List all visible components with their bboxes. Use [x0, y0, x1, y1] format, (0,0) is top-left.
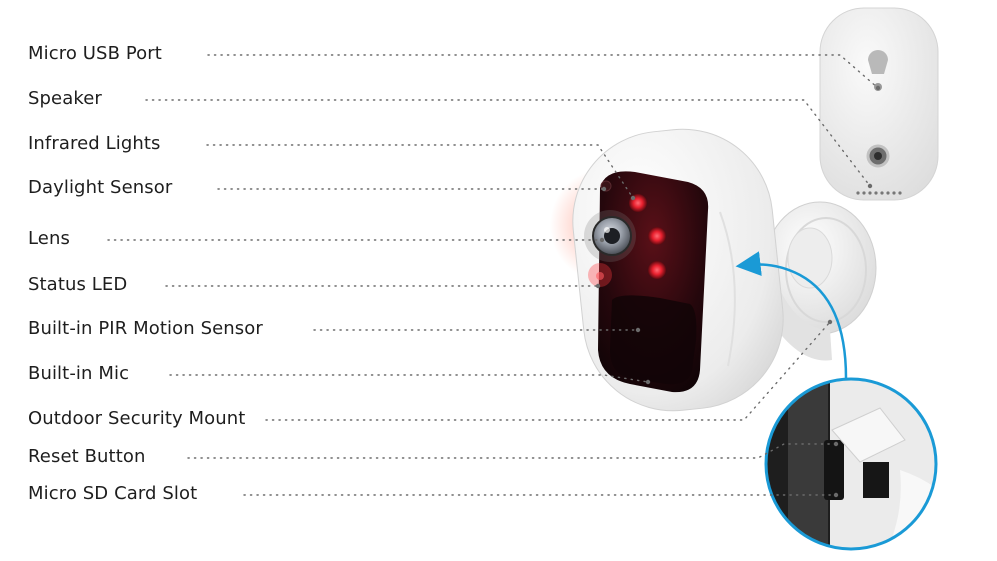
label-lens: Lens: [28, 228, 70, 249]
speaker-grille-icon: [856, 191, 902, 195]
leader-outdoor-security-mount: [265, 321, 831, 421]
label-outdoor-security-mount: Outdoor Security Mount: [28, 408, 246, 429]
leader-lines: [107, 54, 879, 496]
leader-speaker: [145, 99, 871, 187]
sd-slot-icon: [824, 440, 844, 500]
label-status-led: Status LED: [28, 274, 128, 295]
label-infrared-lights: Infrared Lights: [28, 133, 161, 154]
ir-light-icon: [648, 261, 666, 279]
label-daylight-sensor: Daylight Sensor: [28, 177, 173, 198]
label-pir-motion-sensor: Built-in PIR Motion Sensor: [28, 318, 263, 339]
label-built-in-mic: Built-in Mic: [28, 363, 130, 384]
leader-micro-usb-port: [207, 54, 879, 89]
camera-back-view: [819, 7, 939, 201]
leader-endpoints: [595, 85, 881, 498]
leader-reset-button: [187, 443, 837, 459]
leader-infrared-lights: [206, 144, 634, 199]
label-micro-sd-card-slot: Micro SD Card Slot: [28, 483, 198, 504]
keyhole-icon: [868, 50, 888, 74]
label-reset-button: Reset Button: [28, 446, 146, 467]
callout-arrow: [735, 251, 848, 379]
ir-light-icon: [648, 227, 666, 245]
label-speaker: Speaker: [28, 88, 102, 109]
wall-mount: [763, 201, 877, 361]
sd-slot-inset: [764, 377, 938, 551]
leader-built-in-mic: [169, 374, 649, 383]
camera-front: [550, 128, 784, 412]
pir-sensor: [610, 295, 697, 385]
label-micro-usb-port: Micro USB Port: [28, 43, 162, 64]
sd-card-icon: [863, 462, 889, 498]
